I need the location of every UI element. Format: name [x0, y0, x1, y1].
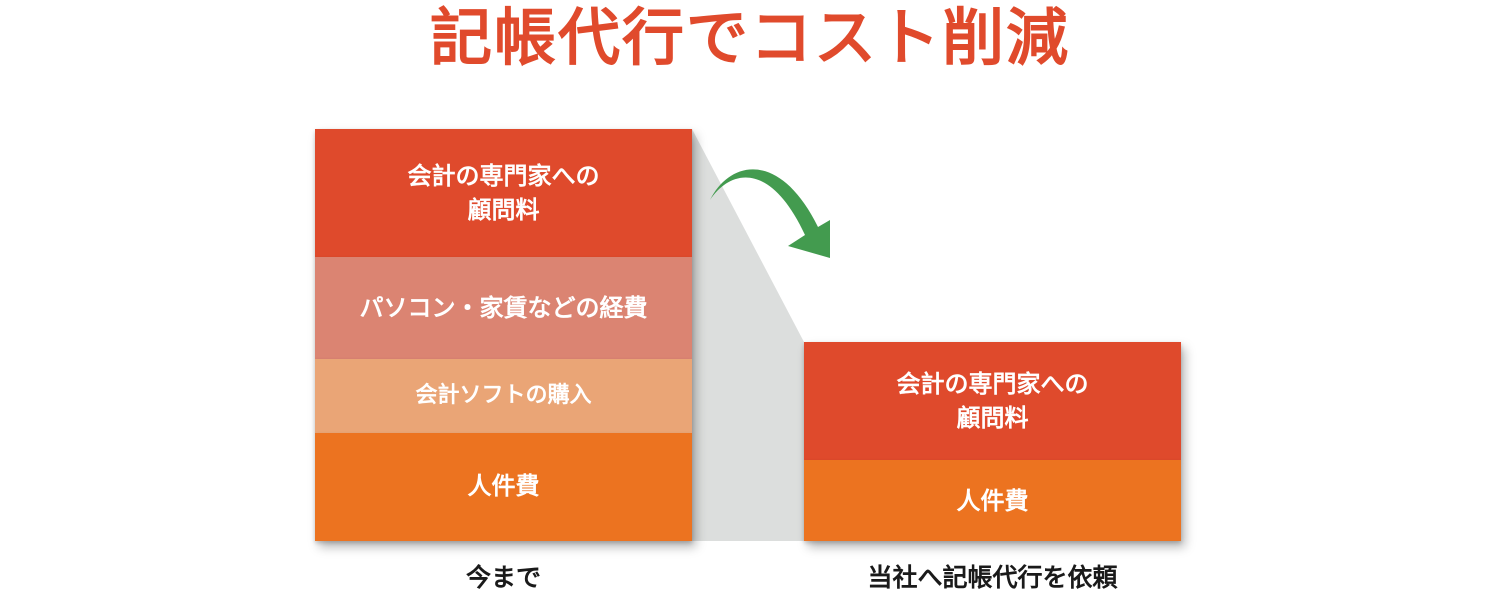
segment-label: パソコン・家賃などの経費 — [359, 294, 648, 322]
segment-label: 会計の専門家への 顧問料 — [407, 162, 600, 224]
after-caption: 当社へ記帳代行を依頼 — [867, 563, 1118, 592]
segment-label: 人件費 — [467, 472, 540, 500]
before-caption: 今まで — [465, 563, 541, 592]
segment-advisor-fee: 会計の専門家への 顧問料 — [315, 129, 692, 257]
segment-advisor-fee: 会計の専門家への 顧問料 — [804, 342, 1181, 460]
segment-label: 会計の専門家への 顧問料 — [896, 370, 1089, 432]
segment-software: 会計ソフトの購入 — [315, 359, 692, 433]
segment-label: 会計ソフトの購入 — [415, 383, 592, 408]
curved-arrow-icon — [710, 169, 830, 258]
segment-label: 人件費 — [956, 486, 1029, 515]
segment-personnel: 人件費 — [804, 460, 1181, 541]
segment-pc-rent: パソコン・家賃などの経費 — [315, 257, 692, 359]
before-cost-stack: 会計の専門家への 顧問料 パソコン・家賃などの経費 会計ソフトの購入 人件費 — [315, 129, 692, 541]
segment-personnel: 人件費 — [315, 433, 692, 541]
page-title: 記帳代行でコスト削減 — [429, 1, 1070, 74]
after-cost-stack: 会計の専門家への 顧問料 人件費 — [804, 342, 1181, 541]
